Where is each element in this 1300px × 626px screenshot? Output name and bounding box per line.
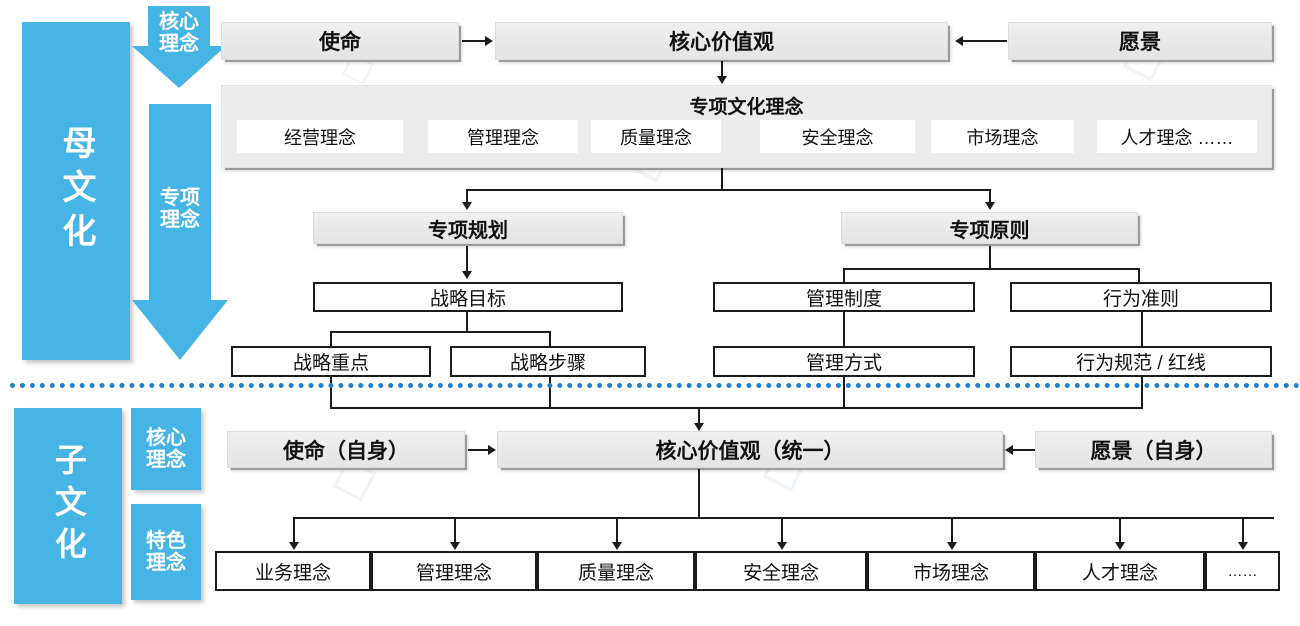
- merge-line-mgmt-method: [843, 377, 845, 408]
- behavior-rules-box[interactable]: 行为规范 / 红线: [1010, 346, 1272, 377]
- child-concept-bus: [293, 517, 1274, 519]
- child-concept-5[interactable]: 人才理念: [1035, 551, 1205, 591]
- connector-mission-to-core: [462, 40, 486, 42]
- arrow-head-down: [1238, 542, 1248, 550]
- connector-child-core-down: [698, 469, 700, 518]
- arrow-head-left: [955, 36, 963, 46]
- arrow-head-down: [612, 542, 622, 550]
- connector-panel-split: [466, 189, 991, 191]
- child-feature-concept-line1: 特色: [146, 529, 186, 552]
- arrow-head-down: [462, 202, 472, 210]
- section-divider: [10, 383, 1300, 388]
- core-concept-arrow-label-line1: 核心: [159, 11, 199, 33]
- special-plan-box[interactable]: 专项规划: [313, 212, 623, 244]
- child-feature-concept-line2: 理念: [146, 552, 186, 574]
- connector-to-special-plan: [466, 189, 468, 203]
- merge-line-behavior-rules: [1141, 377, 1143, 408]
- child-core-concept-line2: 理念: [146, 449, 186, 471]
- connector-principle-split: [843, 268, 1139, 270]
- connector-core-to-panel: [721, 61, 723, 78]
- child-core-concept-line1: 核心: [146, 426, 186, 449]
- connector-panel-down: [721, 168, 723, 190]
- culture-chip-1[interactable]: 管理理念: [428, 120, 578, 153]
- child-core-concept-tag: 核心 理念: [131, 408, 201, 490]
- merge-to-child-core: [698, 407, 700, 424]
- connector-to-child-concept-3: [781, 517, 783, 543]
- connector-child-vision-to-core: [1013, 449, 1035, 451]
- connector-vision-to-core: [963, 40, 1007, 42]
- connector-goal-split: [330, 331, 550, 333]
- special-principle-box[interactable]: 专项原则: [841, 212, 1138, 244]
- connector-to-child-concept-5: [1119, 517, 1121, 543]
- connector-to-child-concept-1: [454, 517, 456, 543]
- arrow-head-down: [717, 76, 727, 84]
- connector-to-mgmt-system: [843, 268, 845, 283]
- culture-chip-4[interactable]: 市场理念: [931, 120, 1074, 153]
- child-concept-3[interactable]: 安全理念: [695, 551, 867, 591]
- special-concept-arrow-label-line2: 理念: [160, 209, 200, 231]
- connector-to-child-concept-2: [616, 517, 618, 543]
- connector-plan-to-goal: [466, 246, 468, 272]
- connector-principle-down: [989, 246, 991, 269]
- special-concept-arrow-label-line1: 专项: [160, 187, 200, 209]
- child-feature-concept-tag: 特色 理念: [131, 504, 201, 600]
- child-concept-1[interactable]: 管理理念: [371, 551, 537, 591]
- parent-vision-box[interactable]: 愿景: [1008, 22, 1272, 60]
- arrow-head-down: [1115, 542, 1125, 550]
- culture-chip-3[interactable]: 安全理念: [760, 120, 915, 153]
- connector-to-strategy-steps: [549, 331, 551, 347]
- child-mission-box[interactable]: 使命（自身）: [227, 431, 465, 468]
- connector-behavior-norm-to-rules: [1141, 312, 1143, 347]
- connector-to-child-concept-4: [951, 517, 953, 543]
- child-core-values-box[interactable]: 核心价值观（统一）: [497, 431, 1003, 468]
- child-culture-side-label: 子文化: [14, 408, 122, 604]
- parent-culture-side-label: 母文化: [22, 22, 130, 360]
- connector-mgmt-system-to-method: [843, 312, 845, 347]
- merge-bus-line: [330, 407, 1143, 409]
- mgmt-method-box[interactable]: 管理方式: [713, 346, 975, 377]
- arrow-head-down: [289, 542, 299, 550]
- connector-to-behavior-norm: [1138, 268, 1140, 283]
- connector-to-strategy-focus: [330, 331, 332, 347]
- strategy-goal-box[interactable]: 战略目标: [313, 282, 623, 312]
- arrow-head-right: [488, 445, 496, 455]
- special-concept-arrow: 专项 理念: [132, 104, 228, 360]
- child-concept-0[interactable]: 业务理念: [215, 551, 371, 591]
- culture-chip-5[interactable]: 人才理念 ……: [1097, 120, 1257, 153]
- arrow-head-down: [694, 423, 704, 431]
- child-concept-4[interactable]: 市场理念: [867, 551, 1035, 591]
- connector-to-special-principle: [989, 189, 991, 203]
- arrow-head-left: [1005, 445, 1013, 455]
- child-concept-2[interactable]: 质量理念: [537, 551, 695, 591]
- culture-chip-2[interactable]: 质量理念: [591, 120, 721, 153]
- arrow-head-down: [777, 542, 787, 550]
- culture-chip-0[interactable]: 经营理念: [237, 120, 403, 153]
- connector-child-mission-to-core: [468, 449, 489, 451]
- mgmt-system-box[interactable]: 管理制度: [713, 282, 975, 312]
- special-culture-panel-title: 专项文化理念: [689, 97, 804, 118]
- parent-mission-box[interactable]: 使命: [221, 22, 459, 60]
- connector-to-child-concept-0: [293, 517, 295, 543]
- arrow-head-down: [947, 542, 957, 550]
- behavior-norm-box[interactable]: 行为准则: [1010, 282, 1272, 312]
- arrow-head-down: [462, 271, 472, 279]
- strategy-focus-box[interactable]: 战略重点: [231, 346, 431, 377]
- connector-goal-down: [466, 312, 468, 332]
- merge-line-strategy-steps: [549, 377, 551, 408]
- core-concept-arrow-label-line2: 理念: [159, 33, 199, 55]
- parent-core-values-box[interactable]: 核心价值观: [495, 22, 948, 60]
- core-concept-arrow: 核心 理念: [132, 6, 226, 88]
- merge-line-strategy-focus: [330, 377, 332, 408]
- connector-to-child-concept-6: [1242, 517, 1244, 543]
- arrow-head-down: [985, 202, 995, 210]
- strategy-steps-box[interactable]: 战略步骤: [450, 346, 646, 377]
- arrow-head-right: [485, 36, 493, 46]
- arrow-head-down: [450, 542, 460, 550]
- child-concept-6[interactable]: ……: [1205, 551, 1280, 591]
- child-vision-box[interactable]: 愿景（自身）: [1035, 431, 1272, 468]
